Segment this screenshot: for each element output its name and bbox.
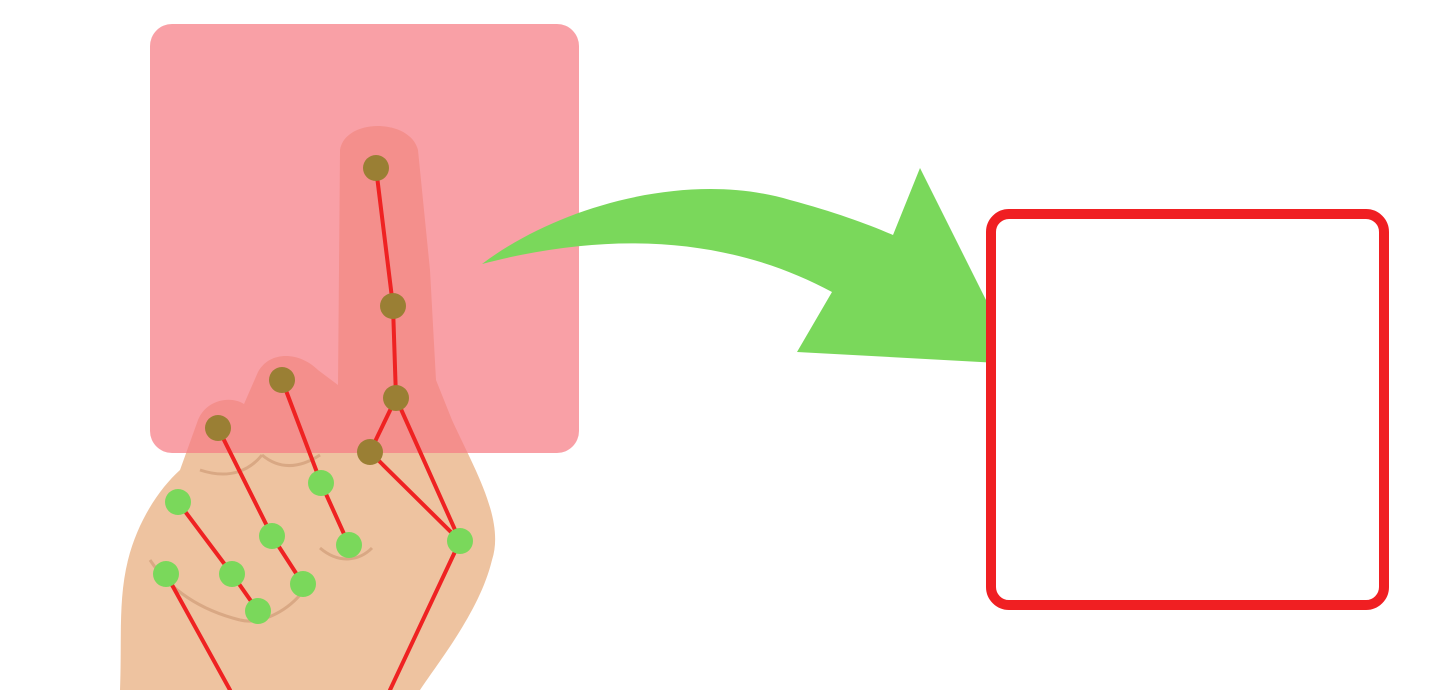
landmark-dot [205, 415, 231, 441]
landmark-dot [290, 571, 316, 597]
skeleton-line [394, 396, 462, 543]
landmark-dot [383, 385, 409, 411]
skeleton-line [388, 539, 462, 690]
hand-landmark-dots [153, 155, 473, 624]
landmark-dot [336, 532, 362, 558]
skeleton-line [391, 304, 398, 400]
skeleton-line [280, 378, 323, 485]
landmark-dot [219, 561, 245, 587]
landmark-dot [245, 598, 271, 624]
selection-box [150, 24, 579, 453]
landmark-dot [380, 293, 406, 319]
finger-crease [239, 594, 302, 623]
landmark-dot [165, 489, 191, 515]
landmark-dot [363, 155, 389, 181]
landmark-dot [357, 439, 383, 465]
skeleton-line [176, 500, 234, 576]
skeleton-line [216, 426, 274, 538]
skeleton-line [368, 450, 462, 543]
landmark-dot [259, 523, 285, 549]
curved-arrow-icon [482, 168, 1018, 364]
finger-crease [319, 546, 374, 561]
landmark-dot [308, 470, 334, 496]
landmark-dot [269, 367, 295, 393]
landmark-dot [447, 528, 473, 554]
skeleton-line [164, 572, 232, 690]
finger-crease [261, 453, 321, 467]
target-box [986, 209, 1389, 610]
skeleton-line [374, 166, 395, 308]
landmark-dot [153, 561, 179, 587]
